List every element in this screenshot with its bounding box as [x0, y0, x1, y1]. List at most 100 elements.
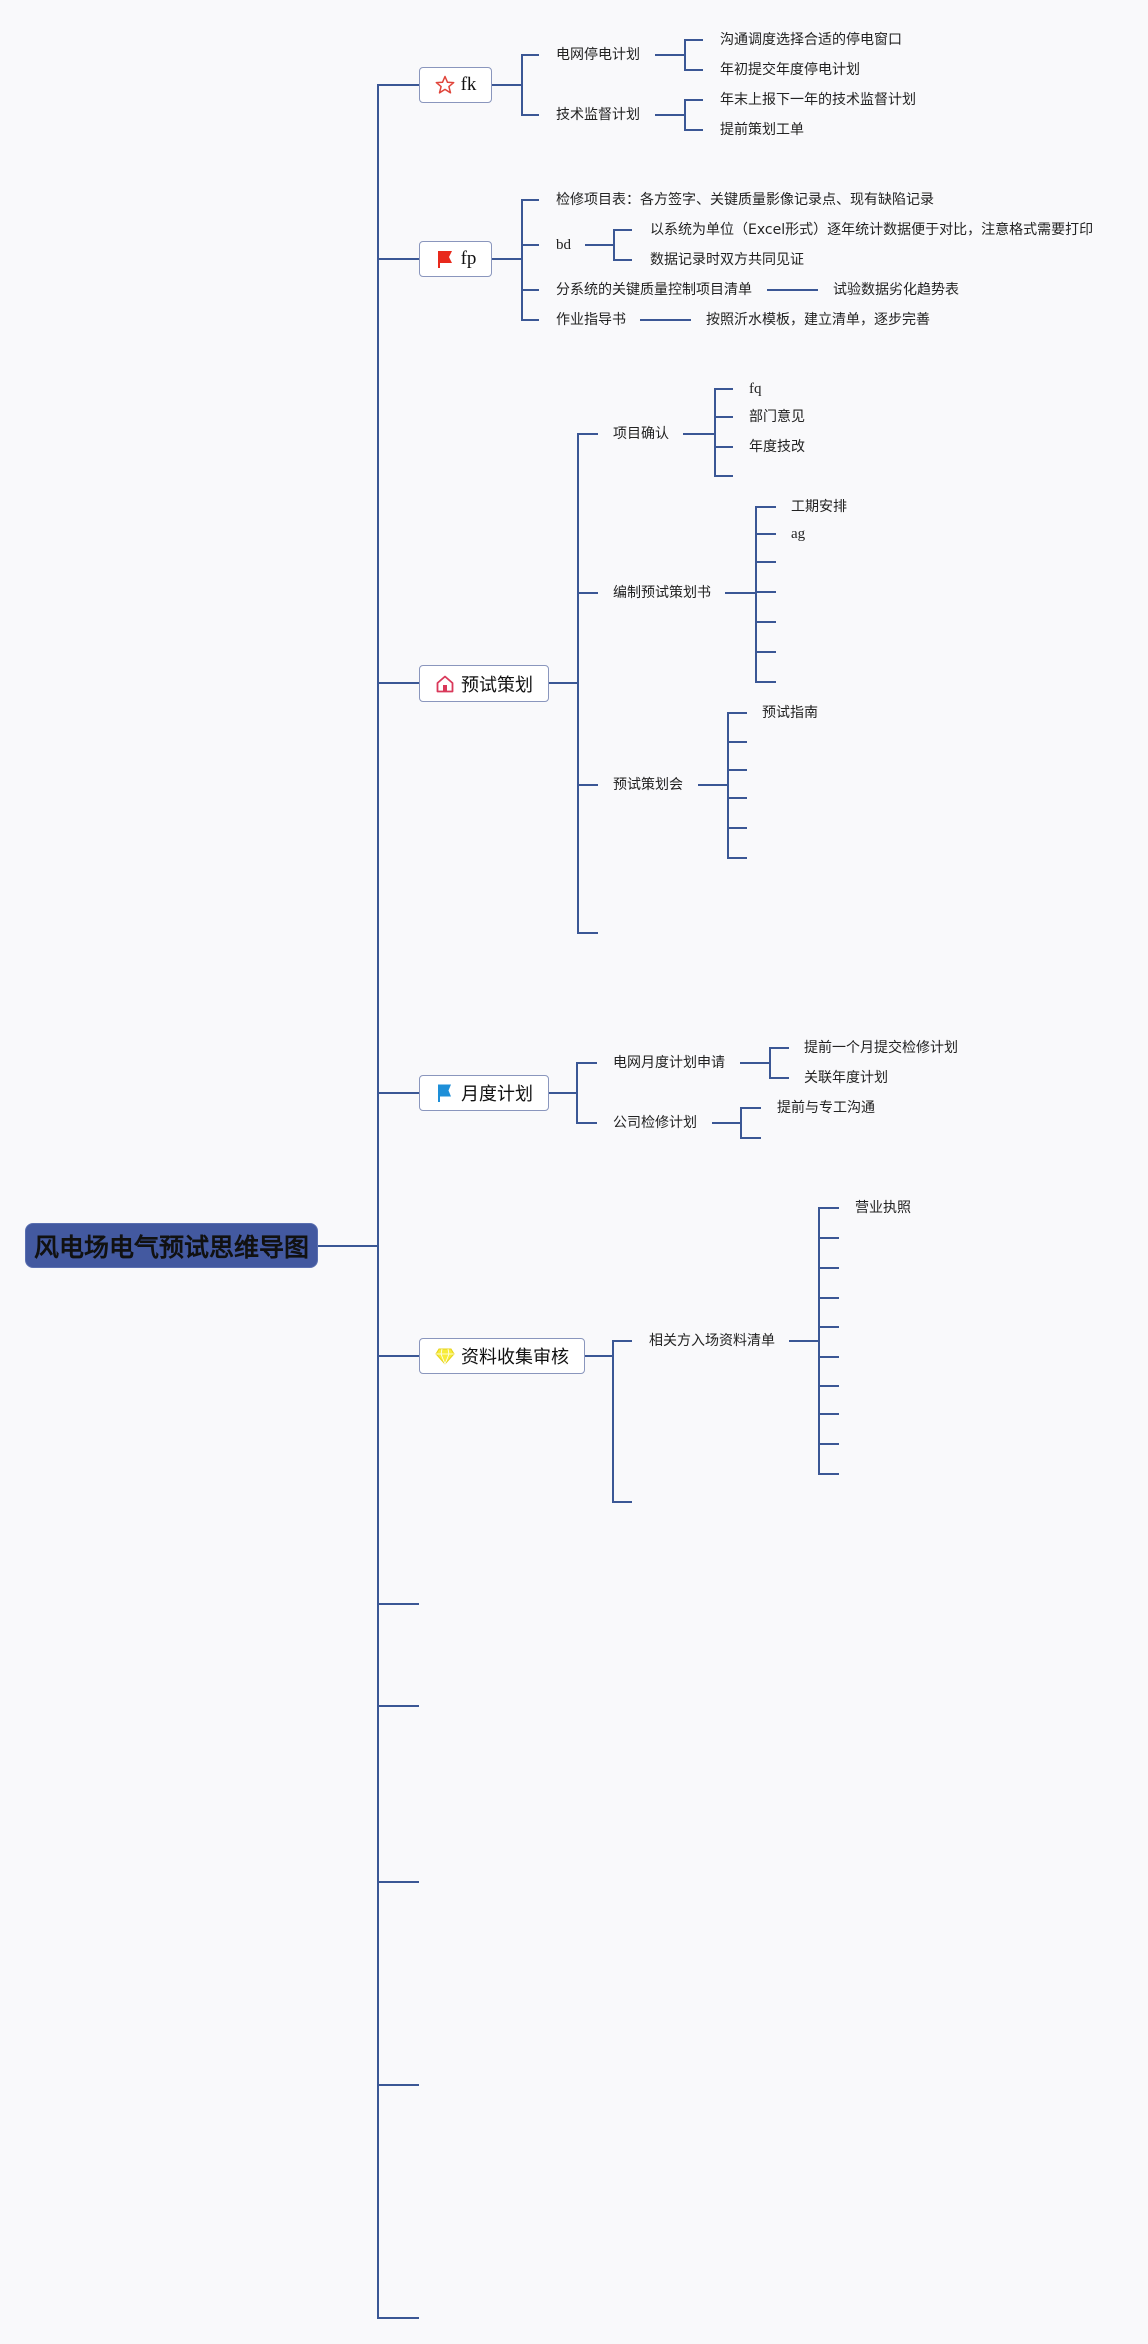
- diamond-icon: [435, 1348, 455, 1366]
- bracket-line: [521, 54, 523, 116]
- connector-line: [756, 591, 776, 593]
- topic-node[interactable]: 沟通调度选择合适的停电窗口: [720, 32, 902, 48]
- connector-line: [492, 84, 522, 86]
- connector-line: [756, 506, 776, 508]
- bracket-line: [612, 1340, 614, 1503]
- topic-node[interactable]: 部门意见: [749, 409, 805, 425]
- topic-node[interactable]: 年末上报下一年的技术监督计划: [720, 92, 916, 108]
- connector-line: [378, 258, 419, 260]
- connector-line: [715, 388, 733, 390]
- branch-label: 资料收集审核: [461, 1347, 569, 1368]
- connector-line: [728, 827, 747, 829]
- topic-node[interactable]: 工期安排: [791, 499, 847, 515]
- connector-line: [819, 1356, 839, 1358]
- connector-line: [819, 1297, 839, 1299]
- topic-node[interactable]: 年初提交年度停电计划: [720, 62, 860, 78]
- topic-node[interactable]: 分系统的关键质量控制项目清单: [556, 282, 752, 298]
- branch-node-document-review[interactable]: 资料收集审核: [419, 1338, 585, 1374]
- topic-node[interactable]: fq: [749, 381, 762, 397]
- connector-line: [715, 475, 733, 477]
- connector-line: [378, 2317, 419, 2319]
- connector-line: [378, 682, 419, 684]
- connector-line: [640, 319, 691, 321]
- connector-line: [577, 1122, 597, 1124]
- bracket-line: [714, 388, 716, 477]
- connector-line: [712, 1122, 741, 1124]
- branch-label: 月度计划: [461, 1084, 533, 1105]
- connector-line: [685, 129, 703, 131]
- connector-line: [767, 289, 818, 291]
- bracket-line: [740, 1107, 742, 1139]
- branch-node-fp[interactable]: fp: [419, 241, 492, 277]
- topic-node[interactable]: 相关方入场资料清单: [649, 1333, 775, 1349]
- branch-label: fk: [460, 74, 477, 95]
- connector-line: [378, 2084, 419, 2086]
- branch-node-fk[interactable]: fk: [419, 67, 492, 103]
- connector-line: [378, 1603, 419, 1605]
- topic-node[interactable]: 项目确认: [613, 426, 669, 442]
- root-node[interactable]: 风电场电气预试思维导图: [25, 1223, 318, 1268]
- connector-line: [819, 1207, 839, 1209]
- connector-line: [770, 1077, 789, 1079]
- connector-line: [756, 651, 776, 653]
- connector-line: [522, 319, 539, 321]
- topic-node[interactable]: 按照沂水模板，建立清单，逐步完善: [706, 312, 930, 328]
- topic-node[interactable]: 数据记录时双方共同见证: [650, 252, 804, 268]
- topic-node[interactable]: 提前策划工单: [720, 122, 804, 138]
- topic-node[interactable]: 公司检修计划: [613, 1115, 697, 1131]
- topic-node[interactable]: 检修项目表：各方签字、关键质量影像记录点、现有缺陷记录: [556, 192, 934, 208]
- connector-line: [741, 1107, 761, 1109]
- branch-node-monthly-plan[interactable]: 月度计划: [419, 1075, 549, 1111]
- bracket-line: [684, 99, 686, 131]
- connector-line: [715, 446, 733, 448]
- topic-node[interactable]: ag: [791, 526, 806, 542]
- connector-line: [819, 1443, 839, 1445]
- connector-line: [715, 416, 733, 418]
- connector-line: [549, 1092, 577, 1094]
- connector-line: [819, 1413, 839, 1415]
- connector-line: [728, 769, 747, 771]
- connector-line: [577, 1062, 597, 1064]
- topic-node[interactable]: 提前一个月提交检修计划: [804, 1040, 958, 1056]
- connector-line: [819, 1237, 839, 1239]
- topic-node[interactable]: 关联年度计划: [804, 1070, 888, 1086]
- connector-line: [740, 1062, 770, 1064]
- root-title: 风电场电气预试思维导图: [33, 1232, 309, 1262]
- connector-line: [685, 99, 703, 101]
- connector-line: [685, 69, 703, 71]
- topic-node[interactable]: bd: [556, 237, 571, 253]
- topic-node[interactable]: 编制预试策划书: [613, 585, 711, 601]
- connector-line: [725, 592, 756, 594]
- connector-line: [585, 1355, 613, 1357]
- blue-flag-icon: [438, 1084, 451, 1102]
- connector-line: [549, 682, 578, 684]
- topic-node[interactable]: 预试指南: [762, 705, 818, 721]
- bracket-line: [684, 39, 686, 71]
- topic-node[interactable]: 试验数据劣化趋势表: [833, 282, 959, 298]
- topic-node[interactable]: 预试策划会: [613, 777, 683, 793]
- connector-line: [789, 1340, 819, 1342]
- branch-node-pretest-planning[interactable]: 预试策划: [419, 665, 549, 702]
- connector-line: [756, 533, 776, 535]
- connector-line: [770, 1047, 789, 1049]
- connector-line: [655, 114, 685, 116]
- topic-node[interactable]: 年度技改: [749, 439, 805, 455]
- connector-line: [819, 1385, 839, 1387]
- connector-line: [613, 1340, 632, 1342]
- bracket-line: [577, 433, 579, 934]
- connector-line: [522, 54, 539, 56]
- connector-line: [378, 1092, 419, 1094]
- topic-node[interactable]: 电网月度计划申请: [613, 1055, 725, 1071]
- bracket-line: [377, 84, 379, 2319]
- topic-node[interactable]: 营业执照: [855, 1200, 911, 1216]
- connector-line: [819, 1326, 839, 1328]
- connector-line: [756, 621, 776, 623]
- topic-node[interactable]: 作业指导书: [556, 312, 626, 328]
- topic-node[interactable]: 提前与专工沟通: [777, 1100, 875, 1116]
- connector-line: [578, 932, 598, 934]
- topic-node[interactable]: 技术监督计划: [556, 107, 640, 123]
- topic-node[interactable]: 以系统为单位（Excel形式）逐年统计数据便于对比，注意格式需要打印: [650, 222, 1094, 238]
- connector-line: [492, 258, 522, 260]
- topic-node[interactable]: 电网停电计划: [556, 47, 640, 63]
- connector-line: [378, 1705, 419, 1707]
